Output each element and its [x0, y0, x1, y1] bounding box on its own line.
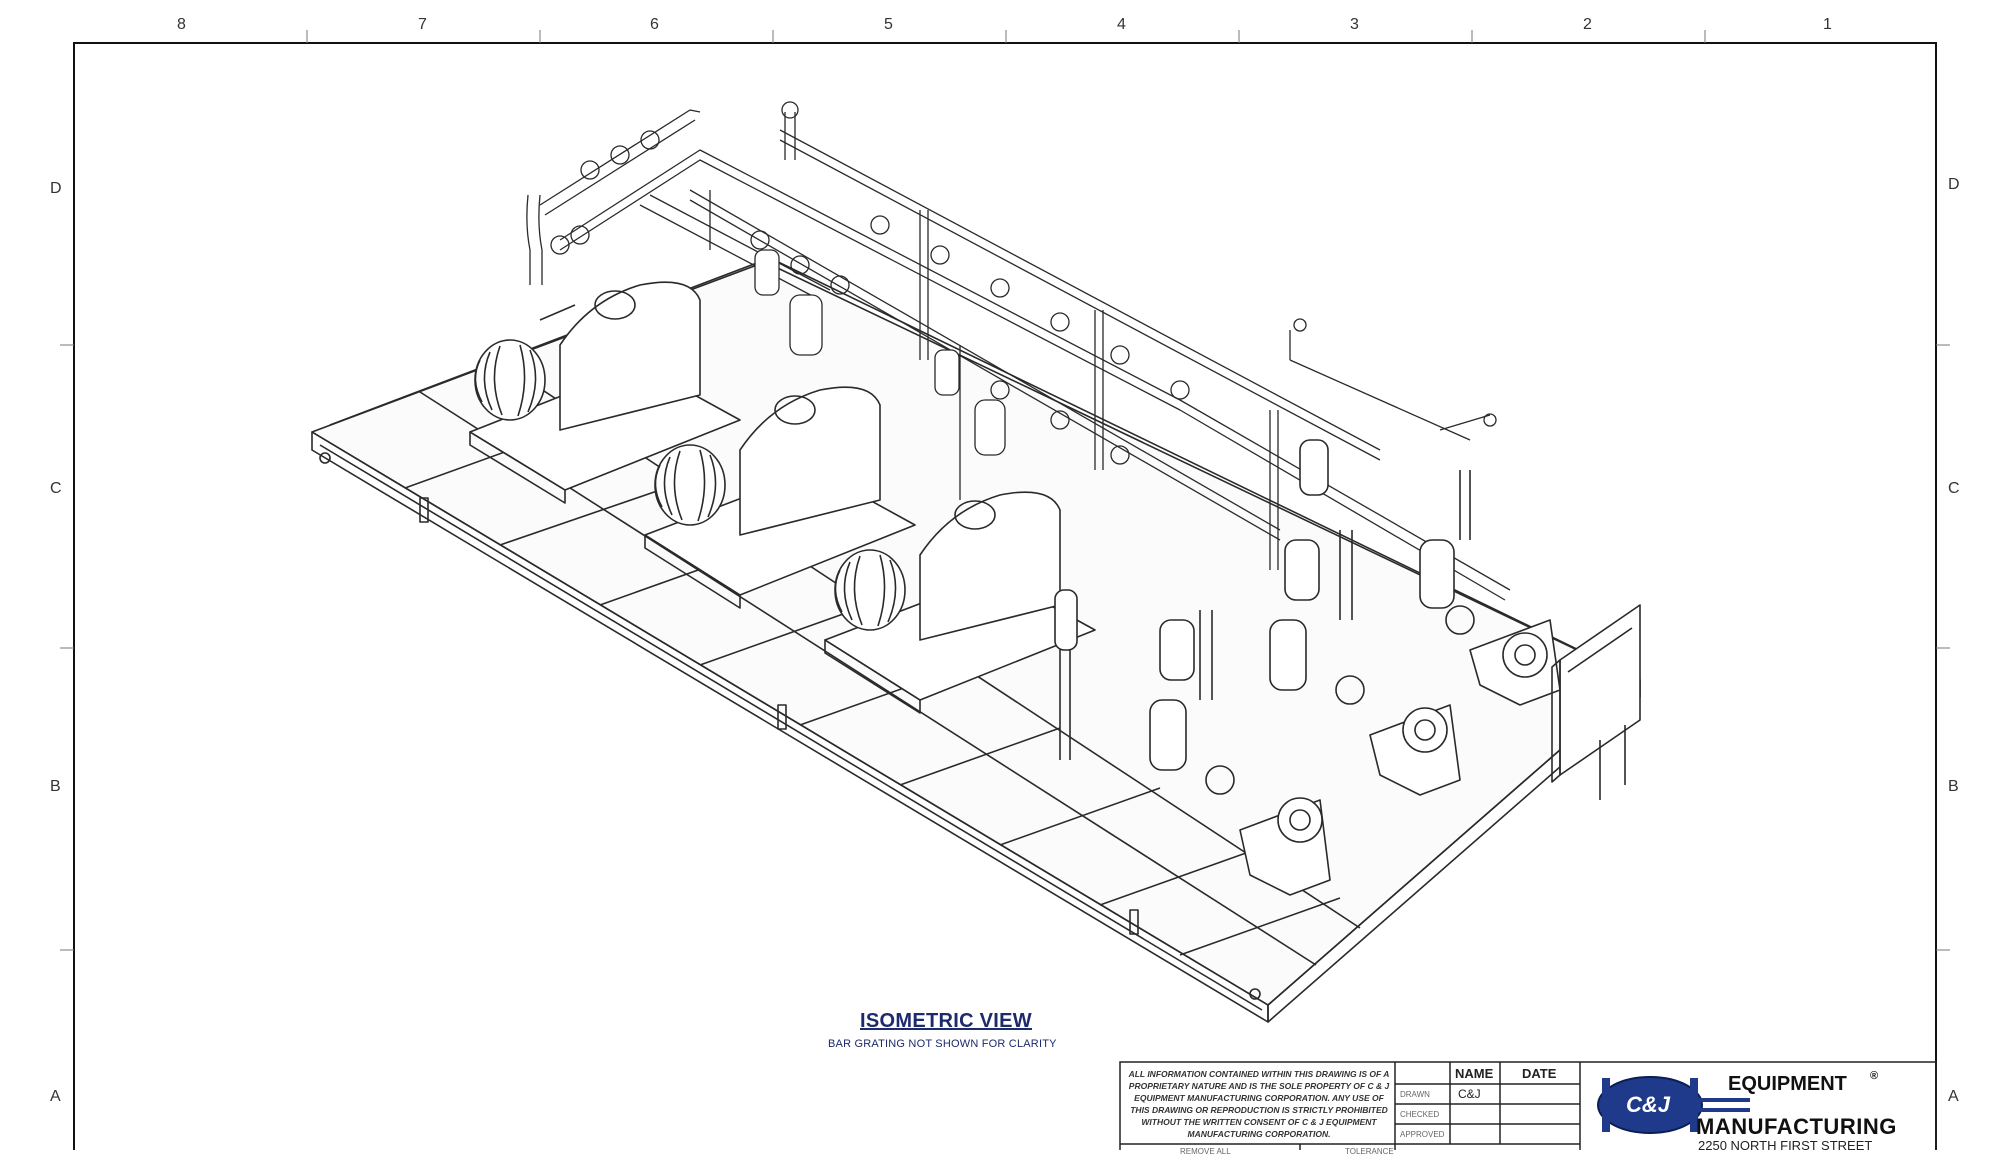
company-name-line2: MANUFACTURING [1696, 1114, 1897, 1139]
company-name-line1: EQUIPMENT [1728, 1073, 1847, 1095]
small-pump-modules [1054, 439, 1561, 896]
control-panel [1551, 604, 1641, 800]
zone-row-b-left: B [50, 778, 61, 795]
footer-tolerance: TOLERANCE [1345, 1147, 1394, 1156]
zone-col-8: 8 [177, 16, 186, 33]
row-label-drawn: DRAWN [1400, 1090, 1430, 1099]
row-label-checked: CHECKED [1400, 1110, 1440, 1119]
zone-row-a-left: A [50, 1088, 61, 1105]
skid-assembly [311, 101, 1641, 1023]
zone-row-c-right: C [1948, 480, 1960, 497]
company-logo [1597, 1076, 1750, 1134]
drawn-name: C&J [1458, 1087, 1481, 1101]
zone-row-a-right: A [1948, 1088, 1959, 1105]
zone-ticks [60, 30, 1950, 951]
zone-col-6: 6 [650, 16, 659, 33]
view-title: ISOMETRIC VIEW [860, 1010, 1032, 1032]
header-date: DATE [1522, 1066, 1557, 1081]
zone-row-d-left: D [50, 180, 62, 197]
zone-row-d-right: D [1948, 176, 1960, 193]
motor-pump-unit-1 [469, 281, 741, 504]
zone-row-c-left: C [50, 480, 62, 497]
header-piping [526, 101, 1511, 601]
company-address: 2250 NORTH FIRST STREET [1698, 1138, 1873, 1153]
registered-mark: ® [1870, 1070, 1879, 1082]
motor-pump-unit-2 [644, 386, 916, 609]
row-label-approved: APPROVED [1400, 1130, 1445, 1139]
view-note: BAR GRATING NOT SHOWN FOR CLARITY [828, 1038, 1057, 1050]
zone-row-b-right: B [1948, 778, 1959, 795]
motor-pump-unit-3 [824, 491, 1096, 714]
drawing-border [73, 42, 1937, 1150]
title-block-frame [1119, 1061, 1937, 1150]
zone-col-4: 4 [1117, 16, 1126, 33]
logo-text: C&J [1626, 1092, 1671, 1117]
zone-col-5: 5 [884, 16, 893, 33]
zone-col-2: 2 [1583, 16, 1592, 33]
header-name: NAME [1455, 1066, 1494, 1081]
zone-col-1: 1 [1823, 16, 1832, 33]
zone-col-3: 3 [1350, 16, 1359, 33]
proprietary-notice: ALL INFORMATION CONTAINED WITHIN THIS DR… [1128, 1069, 1390, 1139]
footer-remove: REMOVE ALL [1180, 1147, 1231, 1156]
zone-col-7: 7 [418, 16, 427, 33]
